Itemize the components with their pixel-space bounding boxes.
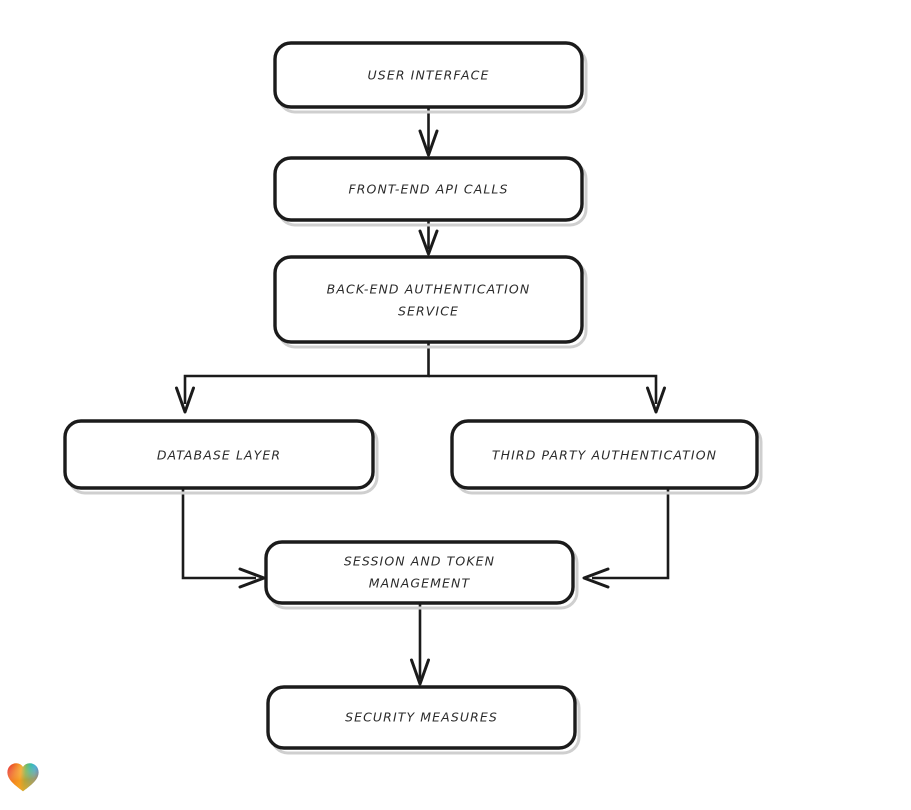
edge-database-layer-to-session xyxy=(181,488,266,589)
node-security-measures[interactable]: SECURITY MEASURES xyxy=(266,685,581,755)
node-label-back-end-auth-service-line2: SERVICE xyxy=(398,304,459,319)
node-label-session-token-management-line2: MANAGEMENT xyxy=(369,576,471,591)
heart-logo-icon xyxy=(7,763,39,792)
edge-user-interface-to-front-end xyxy=(418,107,439,157)
node-front-end-api-calls[interactable]: FRONT-END API CALLS xyxy=(273,156,588,227)
node-third-party-auth[interactable]: THIRD PARTY AUTHENTICATION xyxy=(450,419,763,495)
node-label-security-measures: SECURITY MEASURES xyxy=(345,710,498,725)
edge-session-to-security-measures xyxy=(410,603,430,686)
node-database-layer[interactable]: DATABASE LAYER xyxy=(63,419,379,495)
node-label-user-interface: USER INTERFACE xyxy=(368,68,490,83)
node-label-front-end-api-calls: FRONT-END API CALLS xyxy=(348,182,508,197)
node-label-session-token-management-line1: SESSION AND TOKEN xyxy=(344,554,495,569)
edge-third-party-auth-to-session xyxy=(582,488,670,589)
node-label-database-layer: DATABASE LAYER xyxy=(157,448,281,463)
node-user-interface[interactable]: USER INTERFACE xyxy=(273,41,588,114)
node-label-third-party-auth: THIRD PARTY AUTHENTICATION xyxy=(492,448,717,463)
node-label-back-end-auth-service-line1: BACK-END AUTHENTICATION xyxy=(327,282,531,297)
edge-back-end-to-third-party-auth xyxy=(428,374,666,414)
node-back-end-auth-service[interactable]: BACK-END AUTHENTICATION SERVICE xyxy=(273,255,588,349)
edge-back-end-to-database-layer xyxy=(175,342,430,414)
node-session-token-management[interactable]: SESSION AND TOKEN MANAGEMENT xyxy=(264,540,579,610)
